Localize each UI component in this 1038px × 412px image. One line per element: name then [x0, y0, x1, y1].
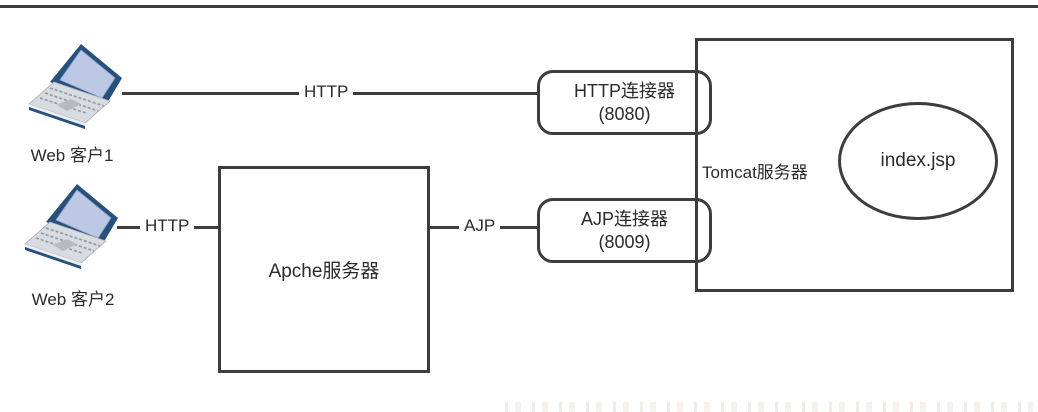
ajp-connector-box: AJP连接器 (8009) — [537, 198, 712, 263]
client1-label: Web 客户1 — [30, 146, 114, 165]
tomcat-server-label: Tomcat服务器 — [702, 163, 808, 182]
laptop-icon — [24, 42, 134, 142]
ajp-connector-title: AJP连接器 — [580, 209, 668, 229]
link-label-http2: HTTP — [140, 216, 195, 236]
index-jsp-ellipse: index.jsp — [838, 102, 998, 220]
apache-server-box: Apche服务器 — [218, 166, 430, 373]
apache-server-label: Apche服务器 — [268, 261, 380, 282]
top-divider — [0, 5, 1038, 8]
http-connector-title: HTTP连接器 — [574, 81, 675, 101]
laptop-icon — [20, 182, 130, 282]
ajp-connector-port: (8009) — [598, 231, 651, 252]
tomcat-server-box — [695, 38, 1014, 292]
watermark — [505, 402, 1033, 412]
http-connector-port: (8080) — [598, 103, 651, 124]
client2-label: Web 客户2 — [31, 290, 115, 309]
http-connector-box: HTTP连接器 (8080) — [537, 70, 712, 135]
link-label-http1: HTTP — [299, 82, 354, 102]
index-jsp-label: index.jsp — [880, 150, 956, 171]
link-label-ajp: AJP — [459, 216, 501, 236]
